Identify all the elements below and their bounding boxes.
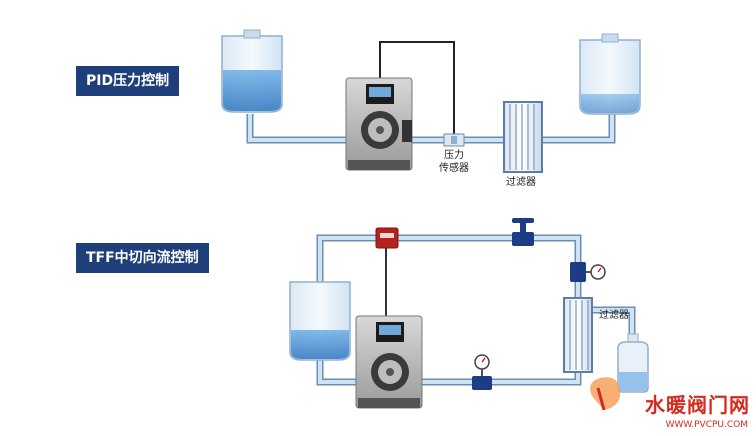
watermark-text: 水暖阀门网 <box>645 393 750 417</box>
diagram1-sensor-label-1: 压力 <box>444 148 464 161</box>
diagram1-signal-cable <box>379 41 455 138</box>
diagram1-filter-label: 过滤器 <box>506 175 536 188</box>
diagram2-top-valve <box>512 218 534 246</box>
diagram2-collection-bottle <box>617 333 649 393</box>
diagram1-title: PID压力控制 <box>76 66 180 96</box>
diagram1-filter <box>503 101 543 173</box>
watermark-url: WWW.PVCPU.COM <box>665 420 748 430</box>
diagram1-receiving-bag <box>579 33 641 115</box>
diagram2-peristaltic-pump <box>355 315 423 409</box>
diagram2-red-pressure-sensor <box>375 227 399 249</box>
diagram2-filter <box>563 297 593 373</box>
diagram2-right-valve <box>570 262 606 282</box>
diagram1-peristaltic-pump <box>345 77 413 171</box>
diagram2-bottom-valve <box>472 354 492 390</box>
diagram2-feed-bag <box>289 281 351 361</box>
diagram1-pressure-sensor <box>443 133 465 147</box>
diagram1-tubing <box>246 114 616 144</box>
diagram1-sensor-label-2: 传感器 <box>439 161 469 174</box>
diagram2-title: TFF中切向流控制 <box>76 243 209 273</box>
diagram2-filter-label: 过滤器 <box>599 308 629 321</box>
diagram1-source-bag <box>221 29 283 113</box>
watermark-logo <box>590 377 621 411</box>
